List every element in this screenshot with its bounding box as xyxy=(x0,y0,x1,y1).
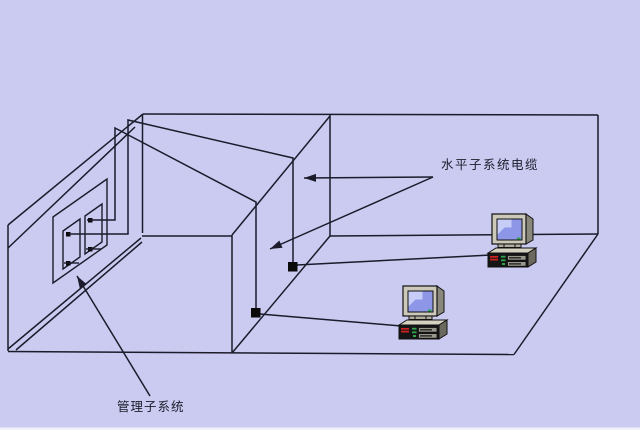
cable-outlet2-to-pc2 xyxy=(259,313,402,327)
floor-front-edge xyxy=(7,350,515,356)
floor-right-edge xyxy=(513,233,599,355)
left-wall-top-inner xyxy=(7,126,136,249)
arrow-to-patch-panel xyxy=(76,275,151,397)
arrow-to-cable-1 xyxy=(303,173,434,182)
patch-panel xyxy=(52,177,108,285)
horizontal-cables xyxy=(68,119,492,327)
cable-run-1 xyxy=(68,119,294,263)
label-management-subsystem: 管理子系统 xyxy=(117,399,185,414)
left-wall-floor-inner xyxy=(15,241,143,351)
computer-1 xyxy=(487,213,537,268)
left-wall-top-outer xyxy=(7,113,144,226)
computer-2 xyxy=(398,285,448,340)
arrow-to-cable-2 xyxy=(269,176,434,250)
room-wireframe xyxy=(7,113,599,356)
back-wall-floor-right xyxy=(329,233,599,237)
partition-top-edge xyxy=(231,115,331,236)
left-wall-floor-outer xyxy=(7,237,142,350)
jack-plate-right xyxy=(84,202,103,256)
partition-wall xyxy=(231,115,331,354)
cable-run-2 xyxy=(87,126,257,309)
bottom-edge-strip xyxy=(0,427,640,430)
outlet-2 xyxy=(251,308,261,318)
jack-plate-left xyxy=(62,217,81,271)
cable-outlet1-to-pc1 xyxy=(296,254,492,266)
back-wall-top-edge xyxy=(142,113,599,116)
annotation-arrows xyxy=(76,173,434,397)
partition-bottom-edge xyxy=(231,235,331,354)
patch-panel-frame xyxy=(52,177,108,285)
outlet-1 xyxy=(288,262,298,272)
label-horizontal-subsystem-cable: 水平子系统电缆 xyxy=(441,157,540,172)
